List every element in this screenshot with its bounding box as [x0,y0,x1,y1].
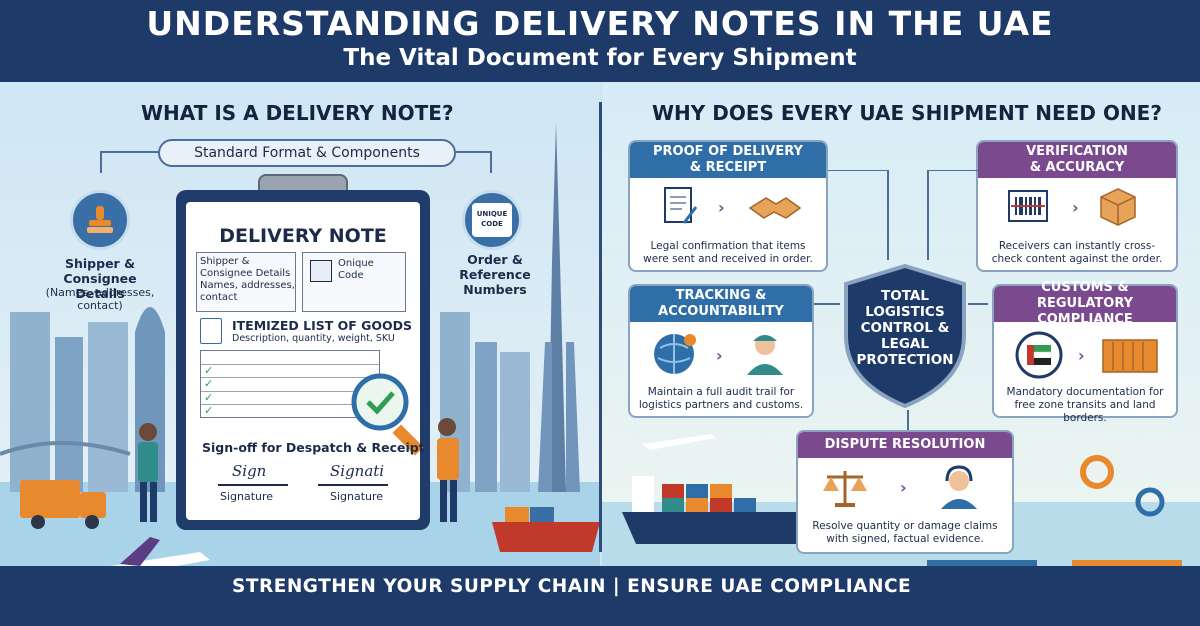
goods-title: ITEMIZED LIST OF GOODS [232,318,413,333]
shipper-box-text: Shipper & Consignee Details Names, addre… [200,256,295,303]
magnifier-icon [351,373,424,456]
globe-pin-icon [650,328,700,378]
barcode-scan-icon [1006,188,1050,224]
goods-subtitle: Description, quantity, weight, SKU [232,333,395,344]
shield-text: TOTAL LOGISTICS CONTROL & LEGAL PROTECTI… [856,288,954,368]
connector-right [456,151,492,173]
arrow-icon: › [716,346,723,365]
card-tracking-head: TRACKING & ACCOUNTABILITY [630,286,812,322]
arrow-icon: › [1078,346,1085,365]
table-row: ✓ [201,364,379,378]
page-title: UNDERSTANDING DELIVERY NOTES IN THE UAE [146,4,1054,43]
order-reference-label: Order & Reference Numbers [459,252,531,297]
code-box-text: Onique Code [338,258,374,281]
table-row: ✓ [201,377,379,392]
container-icon [1100,334,1160,378]
signature-line-1 [218,484,288,486]
uae-customs-seal-icon [1014,330,1064,380]
left-section-title: WHAT IS A DELIVERY NOTE? [141,101,454,125]
stamp-icon [70,190,130,250]
shipper-label: Shipper & Consignee Details [63,256,137,301]
barcode-icon [310,260,332,282]
signature-line-2 [318,484,388,486]
card-customs-desc: Mandatory documentation for free zone tr… [1006,386,1164,424]
signature-1-script: Sign [232,462,267,480]
card-customs-head: CUSTOMS & REGULATORY COMPLIANCE [994,280,1176,327]
scales-icon [820,466,870,510]
card-verification-desc: Receivers can instantly cross- check con… [991,240,1163,265]
components-pill: Standard Format & Components [158,139,456,167]
table-row: ✓ [204,404,214,417]
table-row [201,351,379,365]
right-section-title: WHY DOES EVERY UAE SHIPMENT NEED ONE? [652,101,1162,125]
header-banner: UNDERSTANDING DELIVERY NOTES IN THE UAE … [0,0,1200,82]
support-agent-icon [934,464,984,512]
box-icon [1096,184,1140,228]
arrow-icon: › [718,198,725,217]
signature-label-1: Signature [220,490,274,503]
card-tracking-desc: Maintain a full audit trail for logistic… [638,386,804,411]
section-divider [599,102,602,552]
signoff-label: Sign-off for Despatch & Receipt [202,440,425,455]
delivery-note-title: DELIVERY NOTE [219,225,387,247]
handshake-icon [745,186,805,226]
shipper-box [196,252,296,312]
card-proof-desc: Legal confirmation that items were sent … [643,240,813,265]
card-proof-head: PROOF OF DELIVERY & RECEIPT [630,142,826,178]
arrow-icon: › [1072,198,1079,217]
shipper-sublabel: (Names, addresses, contact) [45,286,155,312]
signature-label-2: Signature [330,490,384,503]
signature-2-script: Signati [330,462,385,480]
goods-table: ✓ ✓ ✓ ✓ [200,350,380,418]
code-icon-label: UNIQUE CODE [472,203,512,237]
unique-code-icon: UNIQUE CODE [462,190,522,250]
footer-text: STRENGTHEN YOUR SUPPLY CHAIN | ENSURE UA… [232,576,912,597]
page-subtitle: The Vital Document for Every Shipment [343,45,857,71]
worker-icon [740,328,790,378]
shield-icon [844,263,966,409]
table-row: ✓ [201,391,379,405]
card-dispute-head: DISPUTE RESOLUTION [798,432,1012,458]
document-pen-icon [660,184,700,228]
card-verification-head: VERIFICATION & ACCURACY [978,142,1176,178]
connector-left [100,151,158,173]
checklist-icon [200,318,222,344]
card-dispute-desc: Resolve quantity or damage claims with s… [812,520,998,545]
arrow-icon: › [900,478,907,497]
footer-banner [0,566,1200,626]
shield-connectors [814,170,988,430]
